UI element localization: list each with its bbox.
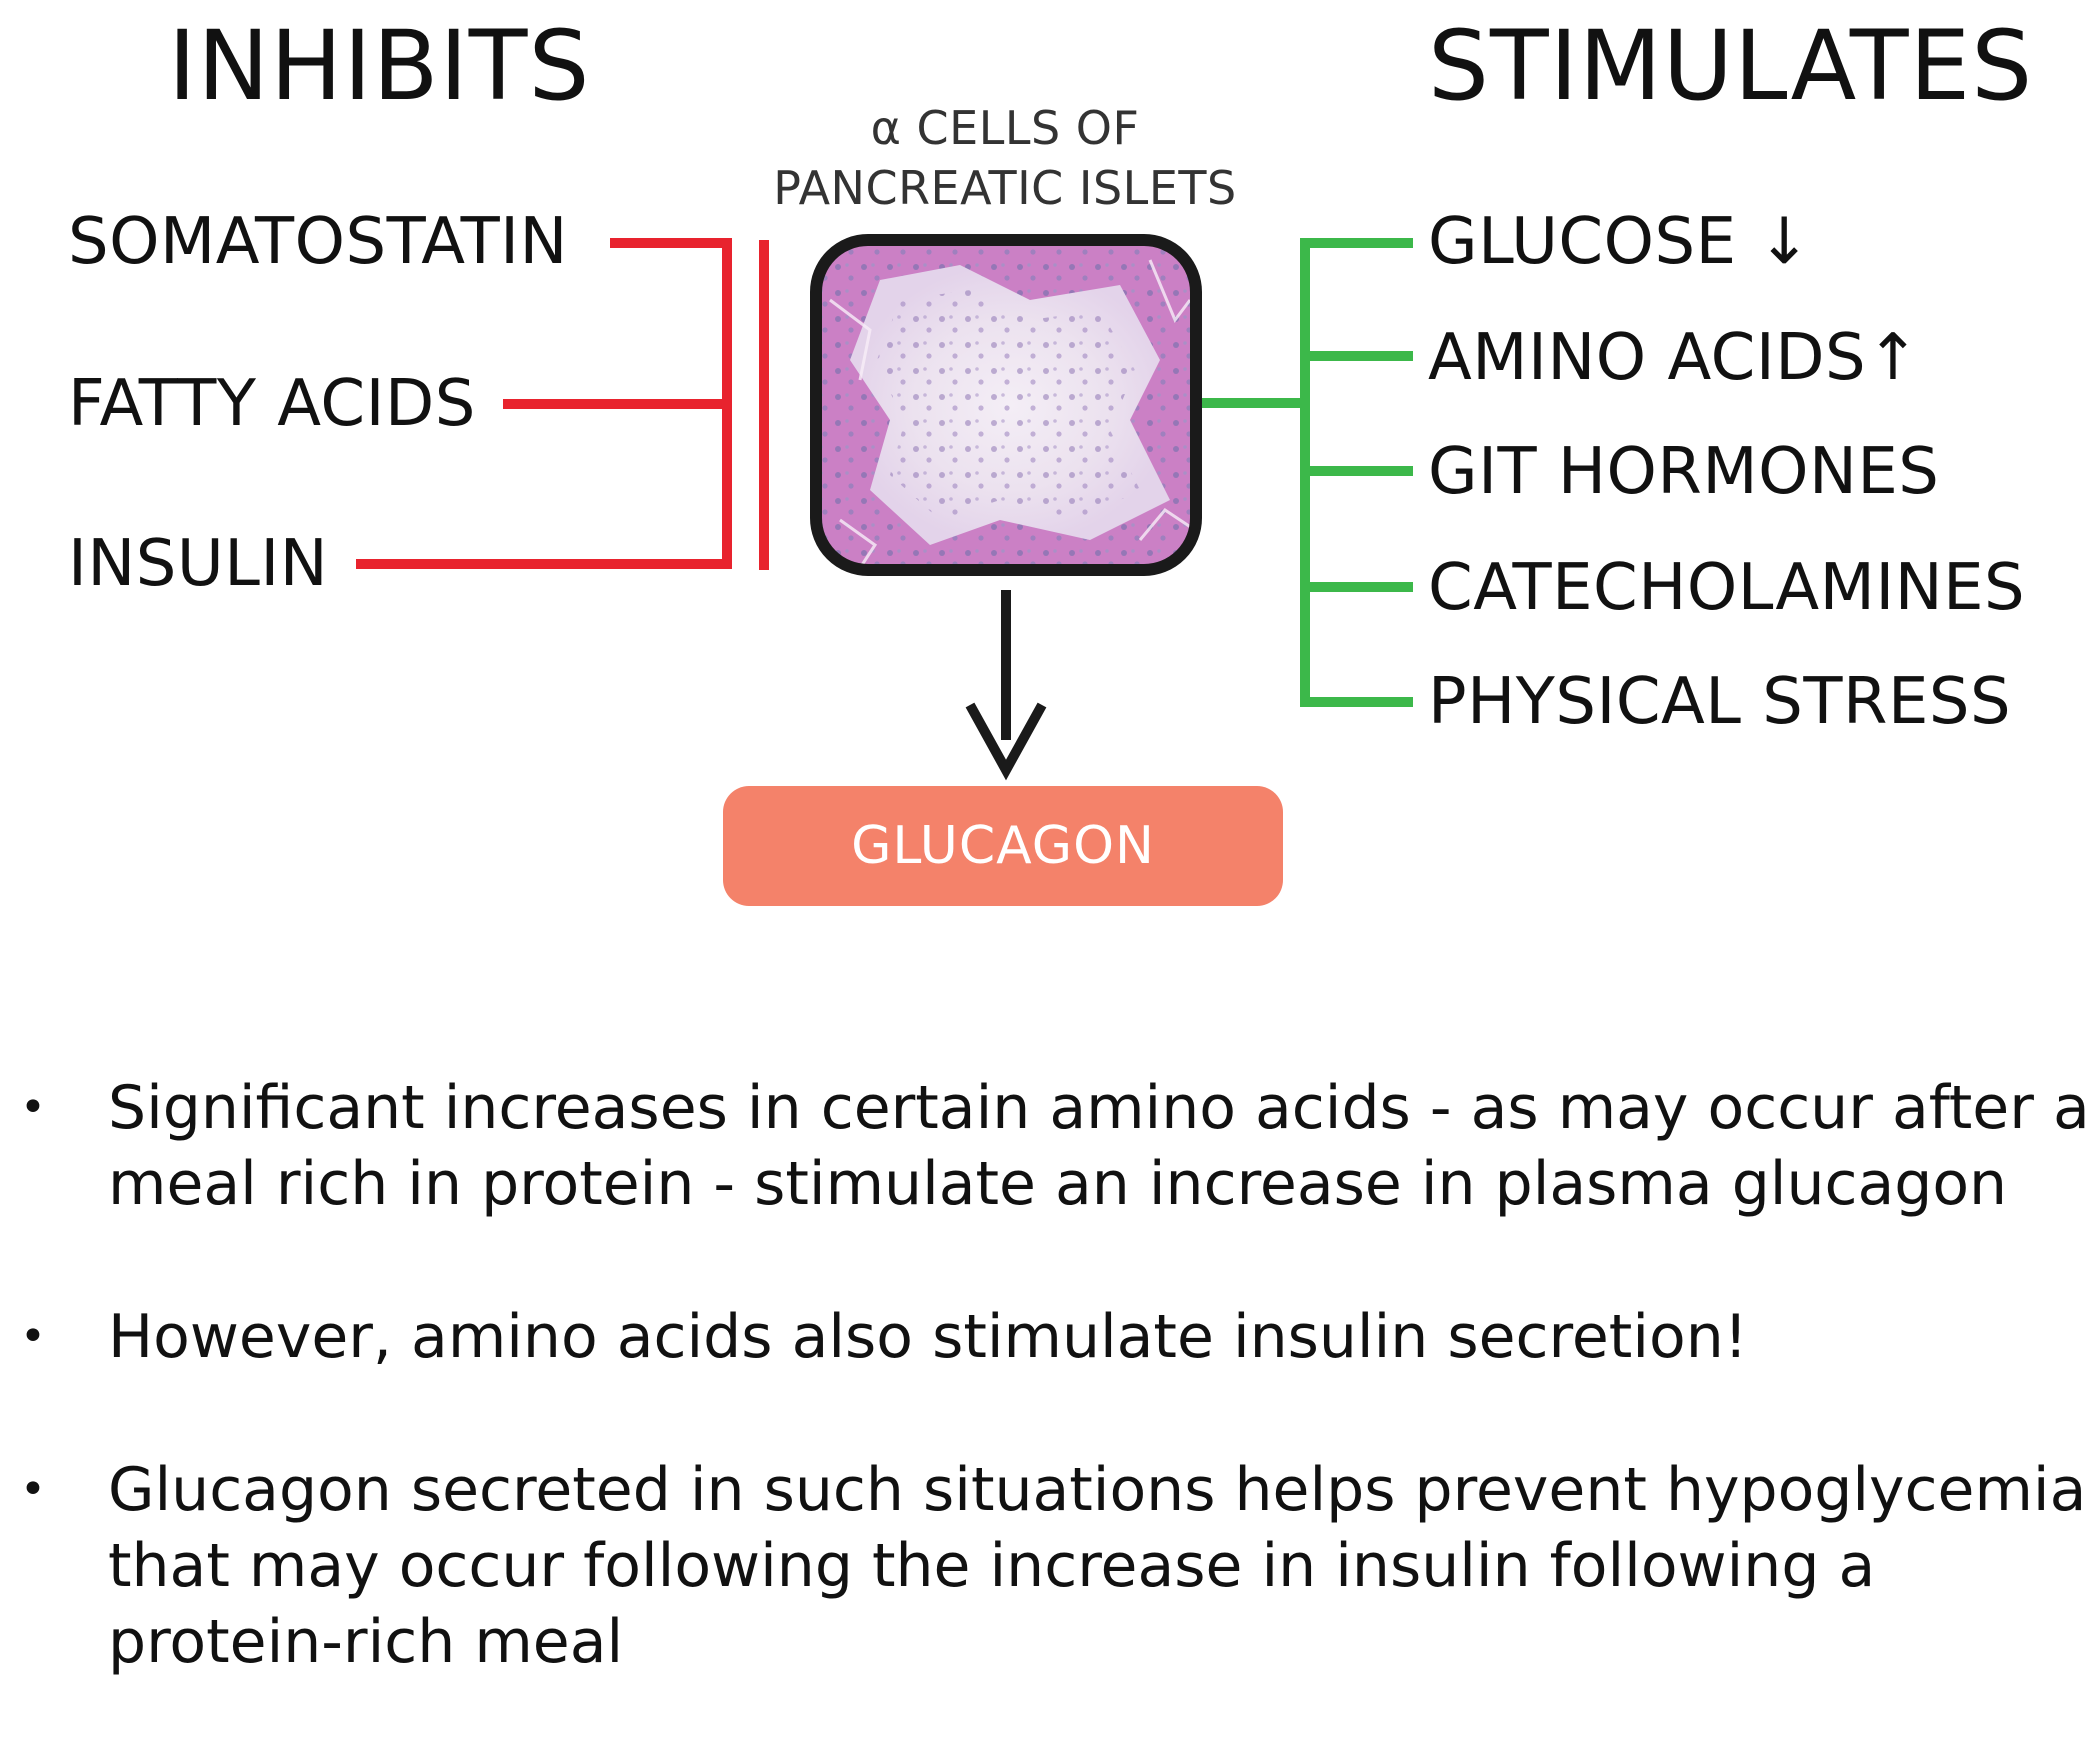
stimulator-physical-stress: PHYSICAL STRESS <box>1428 665 2012 739</box>
inhibitor-insulin: INSULIN <box>68 527 329 601</box>
stimulates-heading: STIMULATES <box>1428 10 2034 122</box>
inhibits-heading: INHIBITS <box>168 10 591 122</box>
alpha-cells-label-line2: PANCREATIC ISLETS <box>773 161 1237 215</box>
stimulator-amino-acids: AMINO ACIDS↑ <box>1428 321 1921 395</box>
alpha-cells-label-line1: α CELLS OF <box>870 101 1140 155</box>
regulation-diagram <box>356 234 1413 781</box>
stimulator-catecholamines: CATECHOLAMINES <box>1428 551 2026 625</box>
inhibitor-fatty-acids: FATTY ACIDS <box>68 367 476 441</box>
inhibit-connectors <box>356 238 769 570</box>
notes-list: • Significant increases in certain amino… <box>20 1070 2090 1757</box>
bullet-marker: • <box>20 1082 46 1133</box>
pancreatic-islet-image <box>810 234 1202 576</box>
note-item: • Significant increases in certain amino… <box>20 1070 2090 1222</box>
stimulate-connectors <box>1196 238 1413 707</box>
glucagon-label: GLUCAGON <box>851 816 1155 876</box>
note-item: • However, amino acids also stimulate in… <box>20 1299 2090 1375</box>
stimulator-git-hormones: GIT HORMONES <box>1428 435 1940 509</box>
note-text: However, amino acids also stimulate insu… <box>108 1302 1748 1372</box>
note-item: • Glucagon secreted in such situations h… <box>20 1452 2090 1680</box>
glucagon-box: GLUCAGON <box>723 786 1283 906</box>
secretion-arrow <box>965 590 1047 781</box>
inhibitor-somatostatin: SOMATOSTATIN <box>68 205 568 279</box>
note-text: Significant increases in certain amino a… <box>108 1073 2090 1219</box>
bullet-marker: • <box>20 1464 46 1515</box>
note-text: Glucagon secreted in such situations hel… <box>108 1455 2087 1677</box>
bullet-marker: • <box>20 1311 46 1362</box>
alpha-cells-label: α CELLS OF PANCREATIC ISLETS <box>705 98 1305 218</box>
stimulator-glucose: GLUCOSE ↓ <box>1428 205 1812 279</box>
